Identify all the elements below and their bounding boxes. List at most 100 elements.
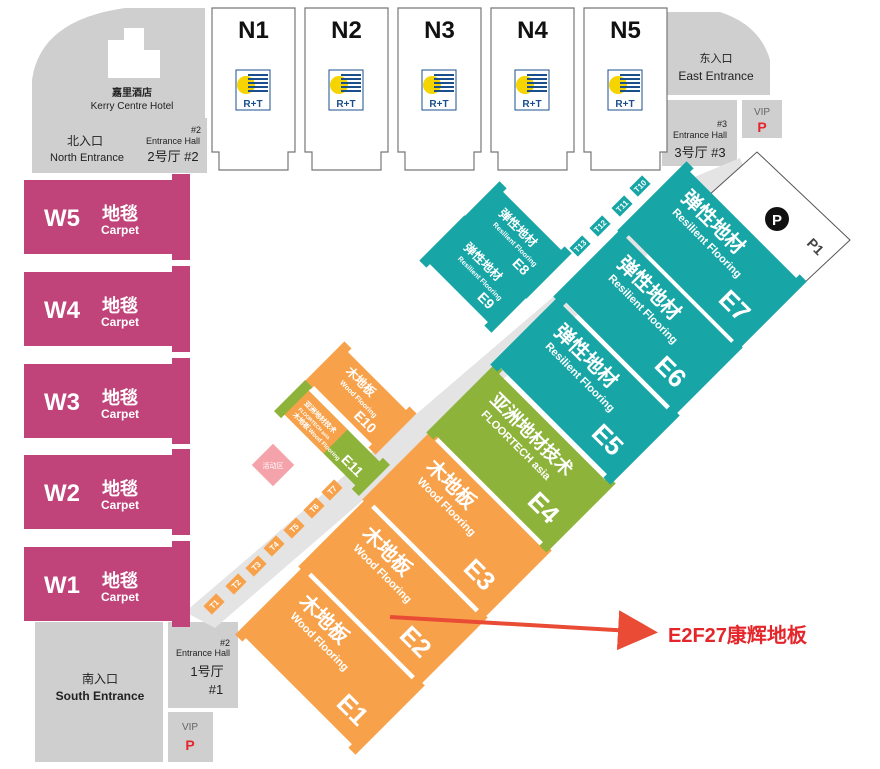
hall-outline [454,181,572,299]
corridor-t5[interactable]: T5 [283,517,305,539]
hall-id: N3 [424,17,455,44]
vip-top-p: P [757,119,766,135]
south-entrance-zh: 南入口 [82,671,118,686]
hall-n3[interactable]: N3R+T [397,7,482,171]
rt-logo-label: R+T [243,99,262,110]
hall-outline [303,341,417,455]
hall-category-en: Carpet [101,315,139,329]
hall-outline [362,430,552,620]
hall-category-zh: 地毯 [102,203,138,224]
callout-arrow [389,610,658,651]
hall-outline [24,449,190,535]
entrance-hall-1[interactable] [168,622,238,708]
vip-top[interactable] [742,100,782,138]
hall-n2[interactable]: N2R+T [304,7,389,171]
hotel-name-zh: 嘉里酒店 [111,86,152,99]
entrance-hall-2-top[interactable] [137,118,207,173]
vip-bottom-label: VIP [182,722,198,733]
rt-logo-label: R+T [615,99,634,110]
entrance-hall-1-num2: #1 [209,682,223,697]
entrance-hall-2-num: #2 [191,125,201,135]
corridor-t6[interactable]: T6 [303,497,325,519]
east-entrance-area [662,12,770,95]
hall-outline [419,215,537,333]
rt-logo-icon [328,69,364,111]
hall-category-en: Carpet [101,407,139,421]
hall-category-zh: 地毯 [102,570,138,591]
rt-logo-label: R+T [522,99,541,110]
corridor-t10[interactable]: T10 [629,175,651,197]
corridor-t7[interactable]: T7 [321,479,343,501]
activity-zone-label: 活动区 [263,461,284,470]
east-entrance-en: East Entrance [678,69,754,83]
rt-logo-label: R+T [429,99,448,110]
hall-outline [490,295,680,485]
hotel-icon [108,28,160,78]
hall-category-zh: 地毯 [102,387,138,408]
hall-outline [24,266,190,352]
corridor-t1[interactable]: T1 [203,593,225,615]
corridor-t2[interactable]: T2 [225,573,247,595]
parking-p: P [772,212,782,229]
rt-logo-icon [607,69,643,111]
hall-id: W2 [44,480,80,507]
entrance-hall-1-num: #2 [220,638,230,648]
hall-n4[interactable]: N4R+T [490,7,575,171]
entrance-hall-1-zh: 1号厅 [190,664,223,679]
entrance-hall-2-zh: 2号厅 #2 [147,149,198,164]
hall-id: N1 [238,17,269,44]
hall-outline [553,227,743,417]
hall-outline [235,565,425,755]
south-entrance-en: South Entrance [56,689,145,703]
hall-category-zh: 地毯 [102,295,138,316]
corridor-t3[interactable]: T3 [245,555,267,577]
corridor-t12[interactable]: T12 [589,215,611,237]
hall-outline [24,541,190,627]
activity-zone[interactable] [251,443,295,487]
parking-icon [765,207,789,231]
north-entrance-zh: 北入口 [67,134,103,148]
corridor-t13[interactable]: T13 [569,235,591,257]
hall-id: N4 [517,17,548,44]
hall-id: N5 [610,17,641,44]
hall-category-en: Carpet [101,498,139,512]
corridor-t11[interactable]: T11 [611,195,633,217]
hall-category-en: Carpet [101,590,139,604]
hotel-area [32,8,205,173]
rt-logo-label: R+T [336,99,355,110]
corridor-t4[interactable]: T4 [263,535,285,557]
entrance-hall-3[interactable] [662,100,737,166]
entrance-hall-2-en: Entrance Hall [146,136,200,146]
callout-label: E2F27康辉地板 [668,623,808,647]
vip-bottom-p: P [185,737,194,753]
hall-n1[interactable]: N1R+T [211,7,296,171]
vip-bottom[interactable] [168,712,213,762]
hall-n5[interactable]: N5R+T [583,7,668,171]
hall-id: W3 [44,389,80,416]
hall-category-en: Carpet [101,223,139,237]
hall-category-zh: 地毯 [102,478,138,499]
hall-outline [24,174,190,260]
hall-outline [426,363,616,553]
hotel-name-en: Kerry Centre Hotel [91,101,174,112]
rt-logo-icon [514,69,550,111]
vip-top-label: VIP [754,107,770,118]
entrance-hall-3-num: #3 [717,119,727,129]
hall-outline [298,497,488,687]
rt-logo-icon [235,69,271,111]
hall-outline [617,161,807,351]
